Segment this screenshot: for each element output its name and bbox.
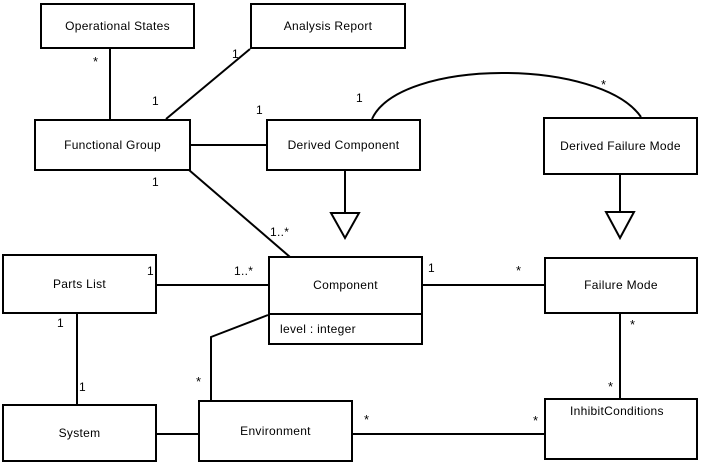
class-parts-list[interactable]: Parts List xyxy=(2,254,157,314)
multiplicity-component-environment: * xyxy=(196,374,202,389)
multiplicity-parts-list-component-right: 1..* xyxy=(234,264,254,278)
multiplicity-analysis-report-functional-group: 1 xyxy=(152,94,159,108)
multiplicity-parts-list-component-left: 1 xyxy=(147,264,154,278)
class-name-environment: Environment xyxy=(240,423,311,438)
edge-derived-component-derived-failure-mode xyxy=(371,72,642,120)
edge-component-environment xyxy=(210,314,269,400)
generalization-triangle-failure-mode xyxy=(604,211,636,241)
class-operational-states[interactable]: Operational States xyxy=(40,3,195,49)
multiplicity-operational-states: * xyxy=(93,54,99,69)
class-name-derived-failure-mode: Derived Failure Mode xyxy=(560,138,681,153)
class-component[interactable]: Component level : integer xyxy=(268,256,423,345)
class-name-derived-component: Derived Component xyxy=(287,137,400,152)
multiplicity-failure-mode-inhibit-top: * xyxy=(630,317,636,332)
multiplicity-analysis-report-top: 1 xyxy=(232,47,239,61)
multiplicity-parts-list-system-bottom: 1 xyxy=(79,380,86,394)
multiplicity-component-failure-mode-left: 1 xyxy=(428,261,435,275)
class-name-analysis-report: Analysis Report xyxy=(283,18,373,33)
class-system[interactable]: System xyxy=(2,404,157,462)
class-name-inhibit-conditions-line1: Inhibit xyxy=(570,404,605,418)
multiplicity-component-failure-mode-right: * xyxy=(516,263,522,278)
class-environment[interactable]: Environment xyxy=(198,400,353,462)
multiplicity-functional-group-component-bottom: 1..* xyxy=(270,225,290,239)
multiplicity-derived-component-curve: 1 xyxy=(356,91,363,105)
multiplicity-environment-inhibit-left: * xyxy=(364,412,370,427)
multiplicity-failure-mode-inhibit-bottom: * xyxy=(608,379,614,394)
multiplicity-functional-group-component-top: 1 xyxy=(152,175,159,189)
class-name-failure-mode: Failure Mode xyxy=(584,278,658,292)
class-derived-failure-mode[interactable]: Derived Failure Mode xyxy=(543,117,698,175)
class-derived-component[interactable]: Derived Component xyxy=(266,119,421,171)
edge-functional-group-component xyxy=(188,169,291,258)
class-attribute-component-level: level : integer xyxy=(270,313,421,343)
class-failure-mode[interactable]: Failure Mode xyxy=(544,257,698,314)
generalization-triangle-component xyxy=(329,212,361,241)
class-functional-group[interactable]: Functional Group xyxy=(34,119,191,171)
class-name-inhibit-conditions: Inhibit Conditions xyxy=(546,400,696,458)
multiplicity-functional-group-derived-component: 1 xyxy=(256,103,263,117)
multiplicity-derived-failure-mode-curve: * xyxy=(601,77,607,92)
class-name-functional-group: Functional Group xyxy=(64,137,161,152)
class-analysis-report[interactable]: Analysis Report xyxy=(250,3,406,49)
multiplicity-parts-list-system-top: 1 xyxy=(57,316,64,330)
multiplicity-environment-inhibit-right: * xyxy=(533,413,539,428)
class-name-component: Component xyxy=(313,278,378,292)
class-name-parts-list: Parts List xyxy=(52,276,106,291)
class-name-system: System xyxy=(58,425,101,440)
class-name-operational-states: Operational States xyxy=(65,18,170,33)
edge-analysis-report-functional-group xyxy=(165,48,251,120)
class-inhibit-conditions[interactable]: Inhibit Conditions xyxy=(544,398,698,460)
class-name-inhibit-conditions-line2: Conditions xyxy=(604,404,664,418)
